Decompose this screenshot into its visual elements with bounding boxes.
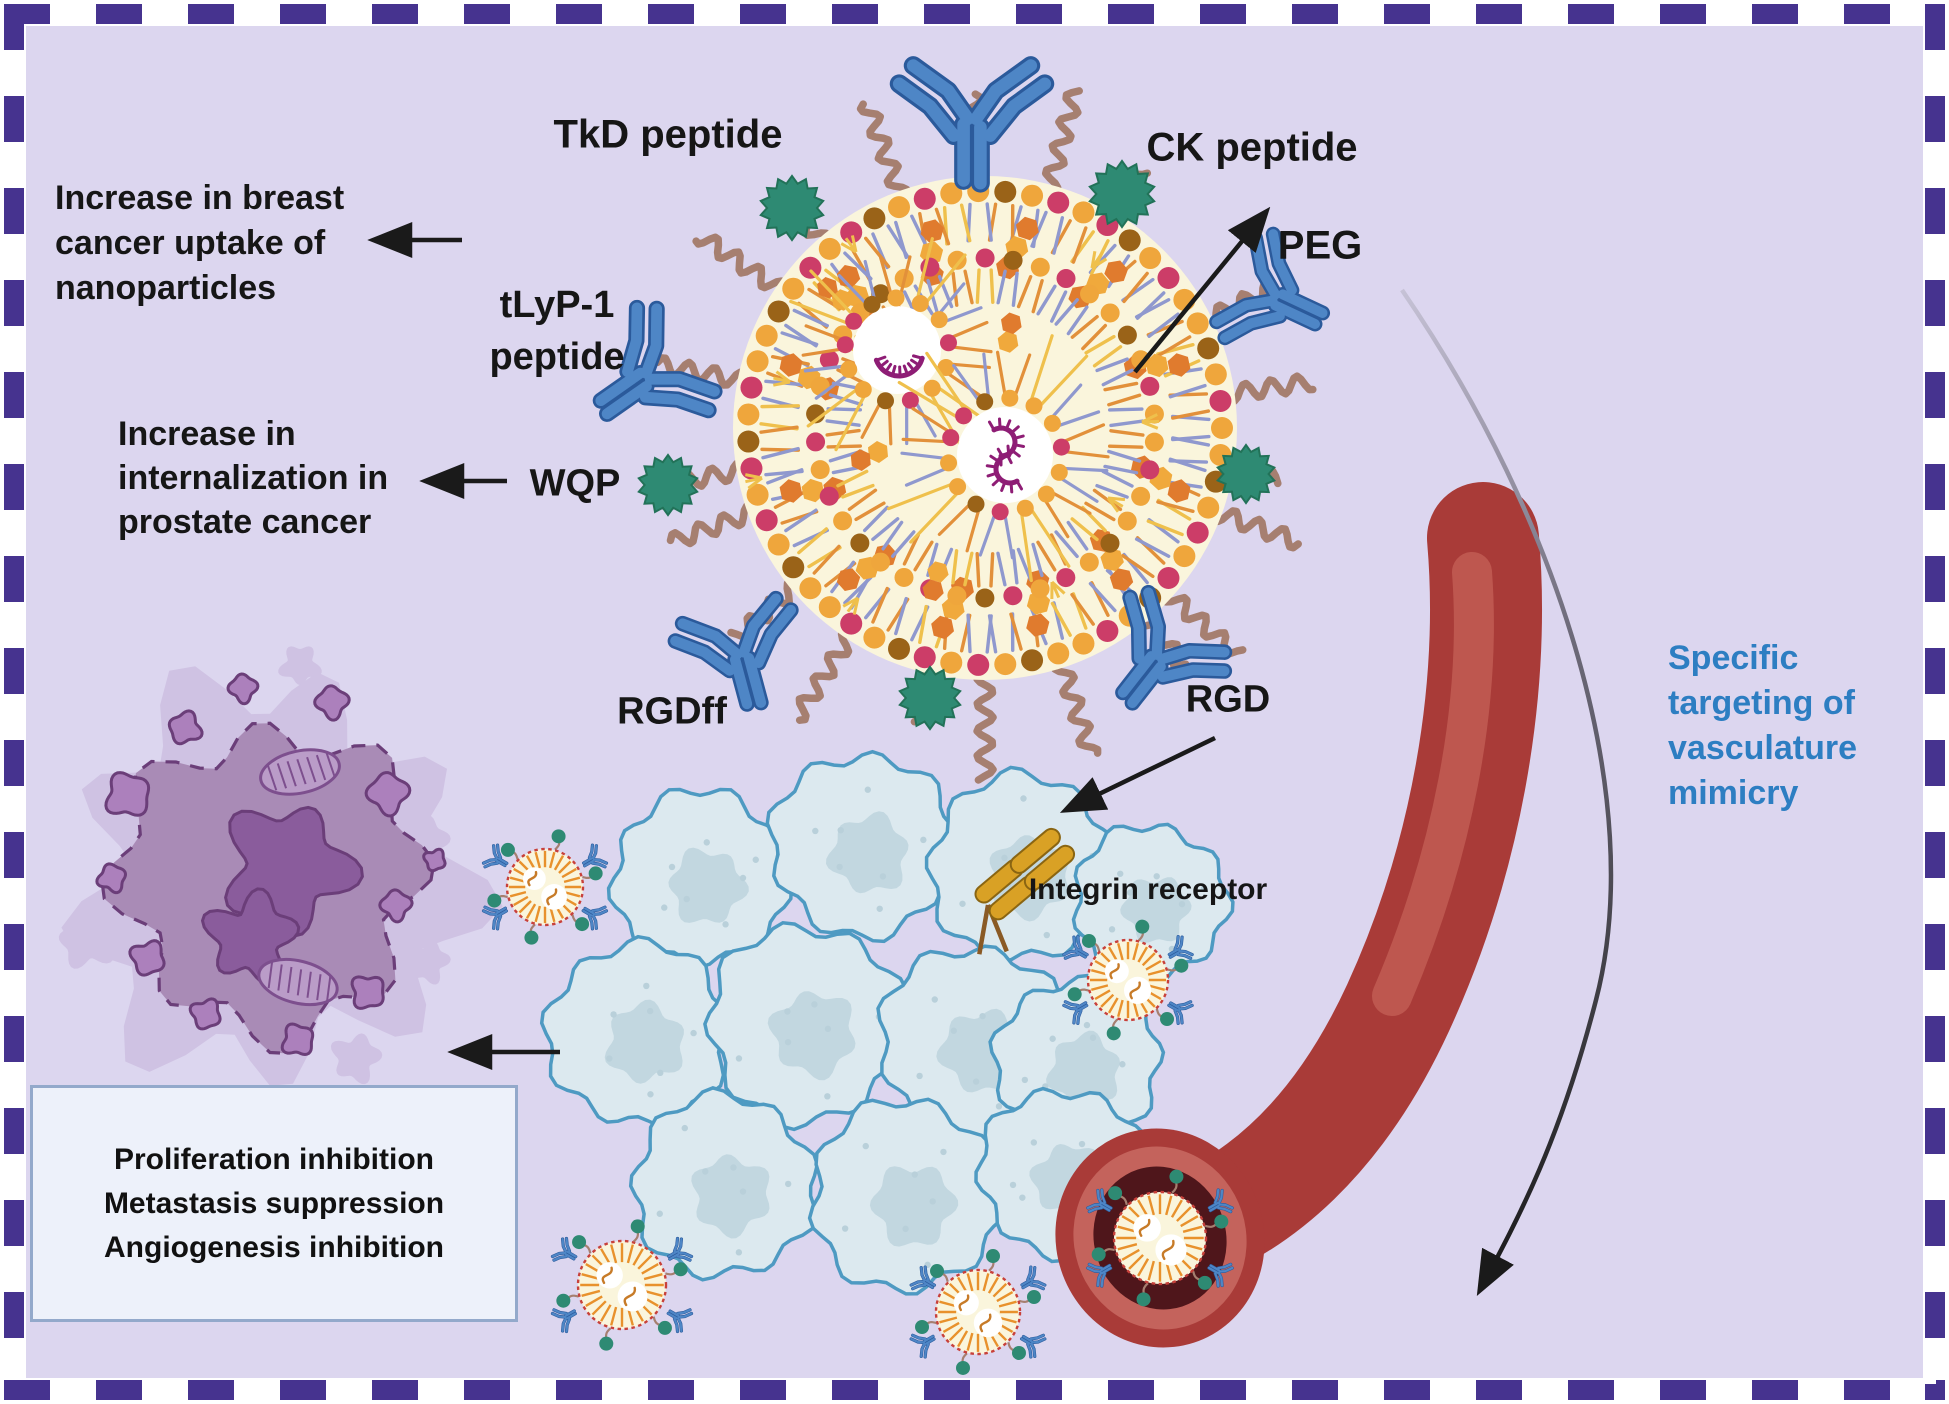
right-peptide-star-icon [1216,443,1276,505]
rgdff-label: RGDff [617,690,727,733]
antibody-icon-rgd [1115,584,1233,711]
wqp-peptide-star-icon [637,453,699,517]
small-nanoparticle-icon-3 [909,1249,1047,1375]
antibody-icon-mini [1167,935,1194,960]
bottom-peptide-star-icon [898,665,962,731]
antibody-icon-mini [1086,1188,1113,1214]
antibody-icon-mini [481,905,508,931]
liposome-nanoparticle [592,56,1331,784]
antibody-icon-mini [550,1308,577,1334]
antibody-icon-mini [1062,1000,1089,1025]
peg-chain-icon [1210,507,1302,552]
tumour-cell [765,749,959,944]
breast-cancer-uptake-text: Increase in breast cancer uptake of nano… [55,179,345,307]
antibody-icon-mini [666,1308,694,1334]
prostate-internalization-text: Increase in internalization in prostate … [118,415,389,541]
antibody-icon-mini [1167,1000,1194,1025]
peg-chain-icon [973,668,997,784]
peg-chain-icon [795,628,856,724]
peg-chain-icon [1041,87,1083,197]
ck-peptide-label: CK peptide [1146,125,1358,170]
peg-chain-icon [692,233,787,296]
inner-micelle [886,334,1110,583]
small-nanoparticle-icon-1 [481,829,609,945]
antibody-icon-mini [1207,1262,1234,1288]
outcomes-box: Proliferation inhibition Metastasis supp… [30,1085,518,1322]
apoptotic-cell [58,646,503,1086]
antibody-icon-mini [582,843,609,869]
wqp-label: WQP [529,462,621,505]
antibody-icon-mini [1086,1262,1113,1288]
tumour-cell-cluster [539,749,1235,1296]
integrin-receptor-icon [974,827,1076,955]
tkd-peptide-label: TkD peptide [553,112,783,157]
small-nanoparticle-icon-2 [550,1219,694,1351]
antibody-icon-mini [1207,1188,1234,1214]
antibody-icon-mini [581,905,609,931]
arrows [367,206,1614,1296]
integrin-receptor-label: Integrin receptor [1028,873,1268,906]
antibody-icon-mini [1019,1333,1047,1359]
antibody-icon-mini [550,1236,578,1262]
ck-peptide-star-icon [1088,159,1156,229]
pointer-arrow-icon [1133,206,1271,374]
curved-arrow-icon [1400,288,1614,1296]
vasculature-mimicry-text: Specific targeting of vasculature mimicr… [1668,639,1857,812]
antibody-icon-peg-side [1209,226,1331,346]
peg-chain-icon [856,100,911,203]
antibody-icon-mini [909,1333,936,1359]
mitochondrion-icon [259,748,341,796]
small-nanoparticle-icon-4 [1062,919,1194,1041]
blood-vessel [1055,482,1542,1348]
antibody-icon-top [889,56,1055,193]
tumour-cell [703,920,909,1132]
inner-micelle [789,237,993,452]
tumour-cell [628,1086,820,1282]
peg-chain-icon [1222,372,1317,405]
tumour-cell [539,934,733,1129]
tlyp1-peptide-label: tLyP-1 peptide [489,284,625,378]
tkd-peptide-star-icon [759,174,825,242]
rgd-label: RGD [1185,678,1271,721]
antibody-icon-rgdff [667,590,799,712]
tumour-cell [807,1097,1011,1296]
peg-chain-icon [666,502,760,548]
pointer-arrow-icon [1059,735,1216,813]
small-nanoparticle-icon-in-vessel [1086,1169,1234,1307]
antibody-icon-mini [481,843,509,869]
antibody-icon-mini [909,1265,937,1291]
antibody-icon-mini [1062,935,1089,960]
antibody-icon-mini [1020,1265,1047,1291]
peg-label: PEG [1277,223,1363,268]
mitochondrion-icon [257,957,339,1007]
antibody-icon-tlyp1 [592,299,723,422]
peg-chain-icon [1051,656,1102,757]
antibody-icon-mini [667,1236,694,1262]
outcomes-text: Proliferation inhibition Metastasis supp… [103,1142,445,1264]
